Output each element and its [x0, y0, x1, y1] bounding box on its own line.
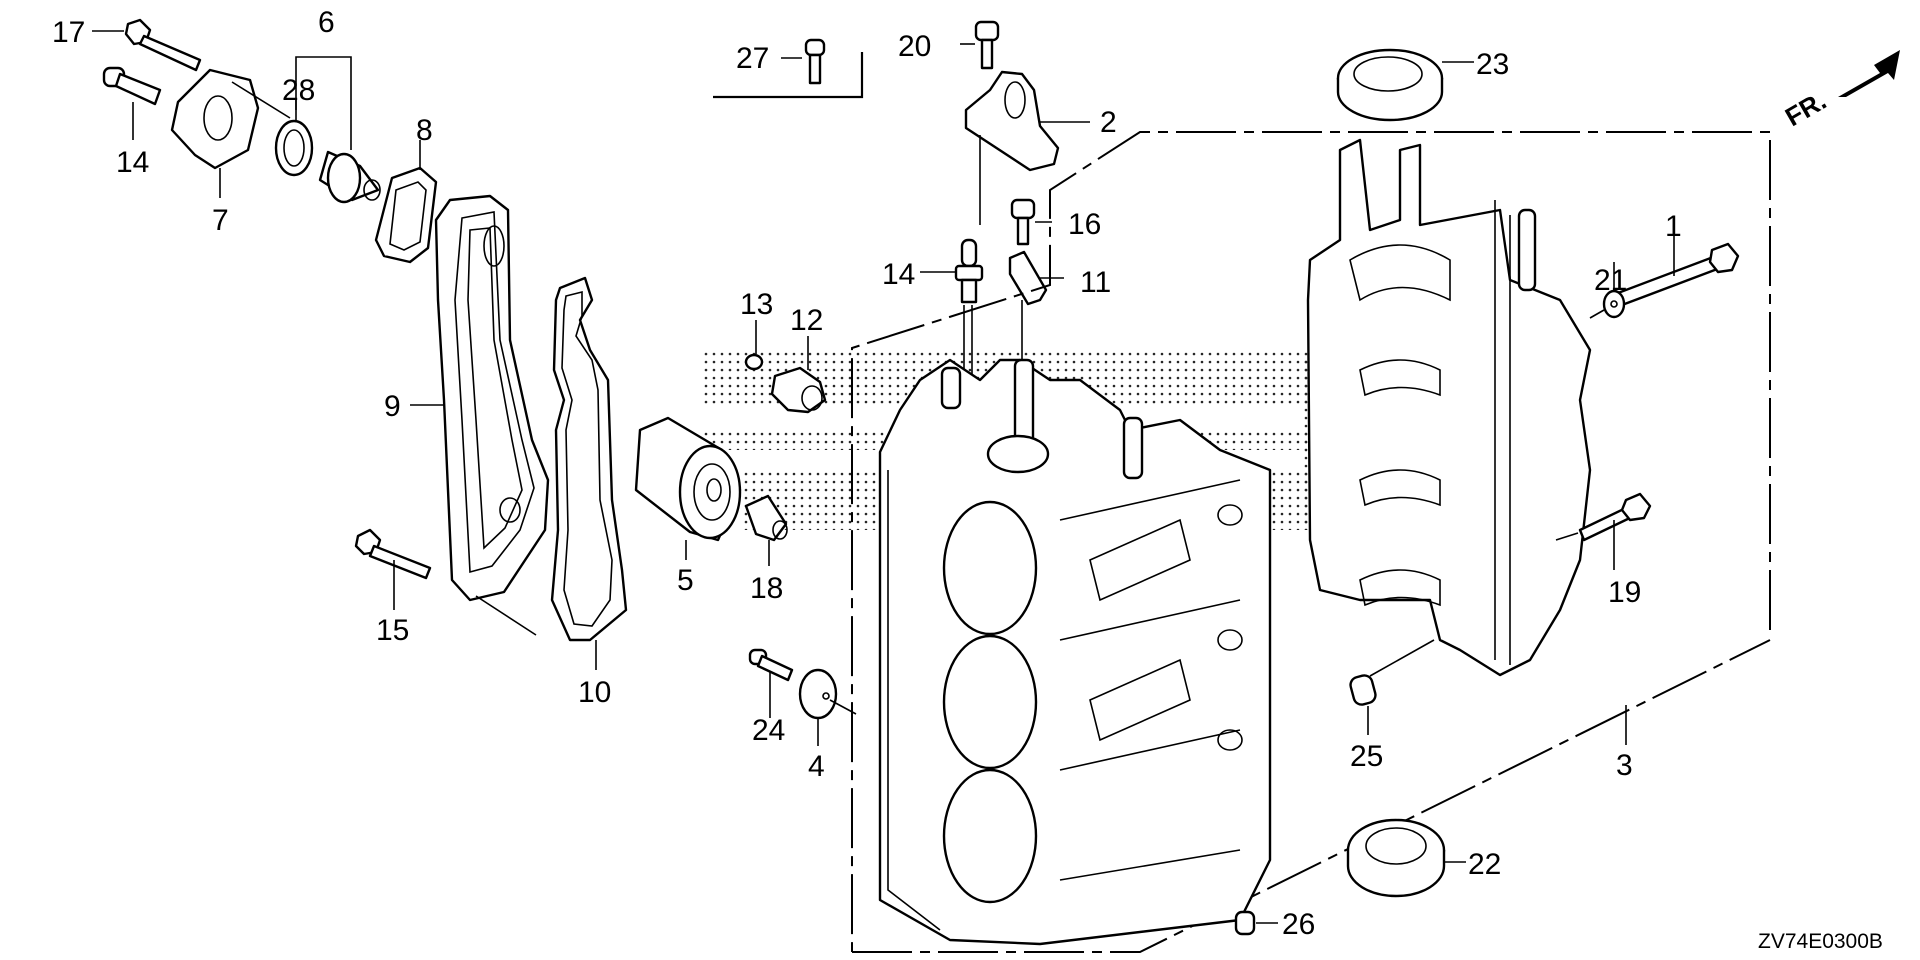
clamp-plate-11: [1008, 250, 1064, 360]
dowel-pin-26: [1234, 910, 1278, 936]
gasket-10: [550, 276, 628, 670]
callout-14-left: 14: [116, 146, 149, 179]
callout-bracket-6: [295, 56, 352, 150]
bolt-20: [960, 20, 1000, 70]
callout-7: 7: [212, 204, 229, 237]
callout-17: 17: [52, 16, 85, 49]
gasket-8: [374, 140, 438, 264]
oil-seal-22: [1346, 818, 1466, 898]
front-direction-arrow-icon: FR.: [1780, 50, 1900, 132]
bolt-19: [1555, 492, 1652, 570]
front-label: FR.: [1780, 85, 1831, 132]
callout-28: 28: [282, 74, 315, 107]
callout-25: 25: [1350, 740, 1383, 773]
stud-bolt-14: [102, 66, 162, 140]
bolt-16: [1010, 198, 1052, 246]
thermostat-cover-7: [170, 68, 291, 198]
callout-23: 23: [1476, 48, 1509, 81]
plug-13: [744, 320, 764, 371]
bracket-2: [964, 70, 1090, 225]
callout-18: 18: [750, 572, 783, 605]
callout-22: 22: [1468, 848, 1501, 881]
cap-4: [798, 668, 857, 746]
callout-2: 2: [1100, 106, 1117, 139]
callout-1: 1: [1665, 210, 1682, 243]
crankcase-assembly-outline: [851, 131, 1771, 953]
cover-plate-9: [410, 194, 550, 636]
bolt-1: [1608, 236, 1740, 310]
callout-21: 21: [1594, 264, 1627, 297]
callout-6: 6: [318, 6, 335, 39]
callout-10: 10: [578, 676, 611, 709]
crankcase-3: [1306, 138, 1592, 677]
pressure-switch-12: [770, 336, 827, 414]
callout-11: 11: [1080, 266, 1111, 299]
oil-filter-5: [634, 416, 742, 560]
dowel-pin-25: [1349, 639, 1435, 735]
drawing-code: ZV74E0300B: [1758, 930, 1883, 953]
joint-bolt-18: [744, 494, 788, 566]
bolt-24: [748, 648, 794, 718]
callout-5: 5: [677, 564, 694, 597]
oil-seal-23: [1336, 48, 1474, 122]
callout-labels: 1 2 3 4 5 6 7 8 9 10 11 12 13 14 14 15 1…: [52, 6, 1682, 941]
callout-19: 19: [1608, 576, 1641, 609]
bolt-27-inset-box: [713, 38, 864, 99]
callout-16: 16: [1068, 208, 1101, 241]
callout-24: 24: [752, 714, 785, 747]
callout-8: 8: [416, 114, 433, 147]
washer-21: [1589, 262, 1626, 319]
callout-26: 26: [1282, 908, 1315, 941]
callout-3: 3: [1616, 749, 1633, 782]
callout-20: 20: [898, 30, 931, 63]
callout-27: 27: [736, 42, 769, 75]
bolt-17: [92, 18, 202, 72]
cylinder-block: [878, 358, 1272, 946]
callout-4: 4: [808, 750, 825, 783]
bolt-15: [354, 528, 432, 610]
thermostat-6: [318, 150, 381, 204]
callout-14-center: 14: [882, 258, 915, 291]
o-ring-28: [274, 119, 314, 177]
callout-9: 9: [384, 390, 401, 423]
callout-12: 12: [790, 304, 823, 337]
callout-13: 13: [740, 288, 773, 321]
callout-15: 15: [376, 614, 409, 647]
